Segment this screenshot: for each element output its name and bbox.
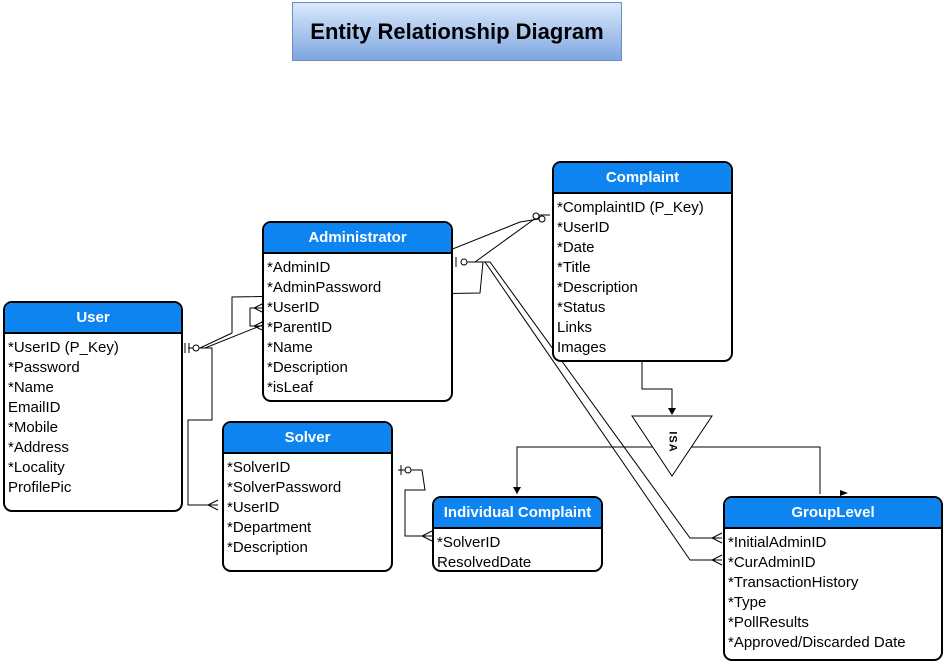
- field: ResolvedDate: [437, 554, 532, 571]
- isa-label: ISA: [666, 431, 679, 453]
- entity-header: Administrator: [264, 223, 451, 254]
- connector-solver-individual: [398, 469, 432, 537]
- field: *SolverID: [227, 459, 291, 476]
- field-list: *InitialAdminID *CurAdminID *Transaction…: [725, 529, 941, 653]
- field: EmailID: [8, 399, 61, 416]
- field-list: *AdminID *AdminPassword *UserID *ParentI…: [264, 254, 451, 398]
- field: *ComplaintID (P_Key): [557, 199, 704, 216]
- field: *Title: [557, 259, 591, 276]
- field: *AdminPassword: [267, 279, 382, 296]
- field: *Name: [267, 339, 313, 356]
- field: *Name: [8, 379, 54, 396]
- field: *UserID: [227, 499, 280, 516]
- entity-header: GroupLevel: [725, 498, 941, 529]
- field: *InitialAdminID: [728, 534, 827, 551]
- entity-user: User *UserID (P_Key) *Password *Name Ema…: [3, 301, 183, 512]
- field: *TransactionHistory: [728, 574, 859, 591]
- field: *Description: [227, 539, 308, 556]
- entity-header: Complaint: [554, 163, 731, 194]
- field-list: *SolverID ResolvedDate: [434, 529, 601, 571]
- field-list: *UserID (P_Key) *Password *Name EmailID …: [5, 334, 181, 498]
- field: *AdminID: [267, 259, 331, 276]
- field: *Locality: [8, 459, 65, 476]
- connector-admin-self: [249, 307, 264, 327]
- field: *Address: [8, 439, 69, 456]
- diagram-title: Entity Relationship Diagram: [292, 2, 622, 61]
- field: *Password: [8, 359, 80, 376]
- field: *UserID: [267, 299, 320, 316]
- isa-triangle: [631, 415, 713, 477]
- field: *Description: [267, 359, 348, 376]
- field: *UserID: [557, 219, 610, 236]
- field: *ParentID: [267, 319, 333, 336]
- connector-admin-group-cur: [462, 261, 722, 561]
- field: *Department: [227, 519, 312, 536]
- entity-header: Solver: [224, 423, 391, 454]
- field: *PollResults: [728, 614, 809, 631]
- field: ProfilePic: [8, 479, 72, 496]
- field: *Status: [557, 299, 606, 316]
- field: *SolverPassword: [227, 479, 342, 496]
- entity-individual-complaint: Individual Complaint *SolverID ResolvedD…: [432, 496, 603, 572]
- entity-header: Individual Complaint: [434, 498, 601, 529]
- field: *Mobile: [8, 419, 59, 436]
- field: Links: [557, 319, 593, 336]
- field: *SolverID: [437, 534, 501, 551]
- field-list: *ComplaintID (P_Key) *UserID *Date *Titl…: [554, 194, 731, 358]
- connector-user-solver: [187, 347, 218, 506]
- entity-header: User: [5, 303, 181, 334]
- field: Images: [557, 339, 607, 356]
- entity-group-level: GroupLevel *InitialAdminID *CurAdminID *…: [723, 496, 943, 661]
- field-list: *SolverID *SolverPassword *UserID *Depar…: [224, 454, 391, 558]
- field: *CurAdminID: [728, 554, 816, 571]
- field: *Description: [557, 279, 638, 296]
- field: *Approved/Discarded Date: [728, 634, 906, 651]
- connector-admin-complaint: [462, 214, 550, 263]
- entity-solver: Solver *SolverID *SolverPassword *UserID…: [222, 421, 393, 572]
- field: *UserID (P_Key): [8, 339, 119, 356]
- field: *Type: [728, 594, 767, 611]
- entity-complaint: Complaint *ComplaintID (P_Key) *UserID *…: [552, 161, 733, 362]
- field: *Date: [557, 239, 595, 256]
- connector-complaint-isa: [641, 362, 673, 414]
- entity-administrator: Administrator *AdminID *AdminPassword *U…: [262, 221, 453, 402]
- field: *isLeaf: [267, 379, 313, 396]
